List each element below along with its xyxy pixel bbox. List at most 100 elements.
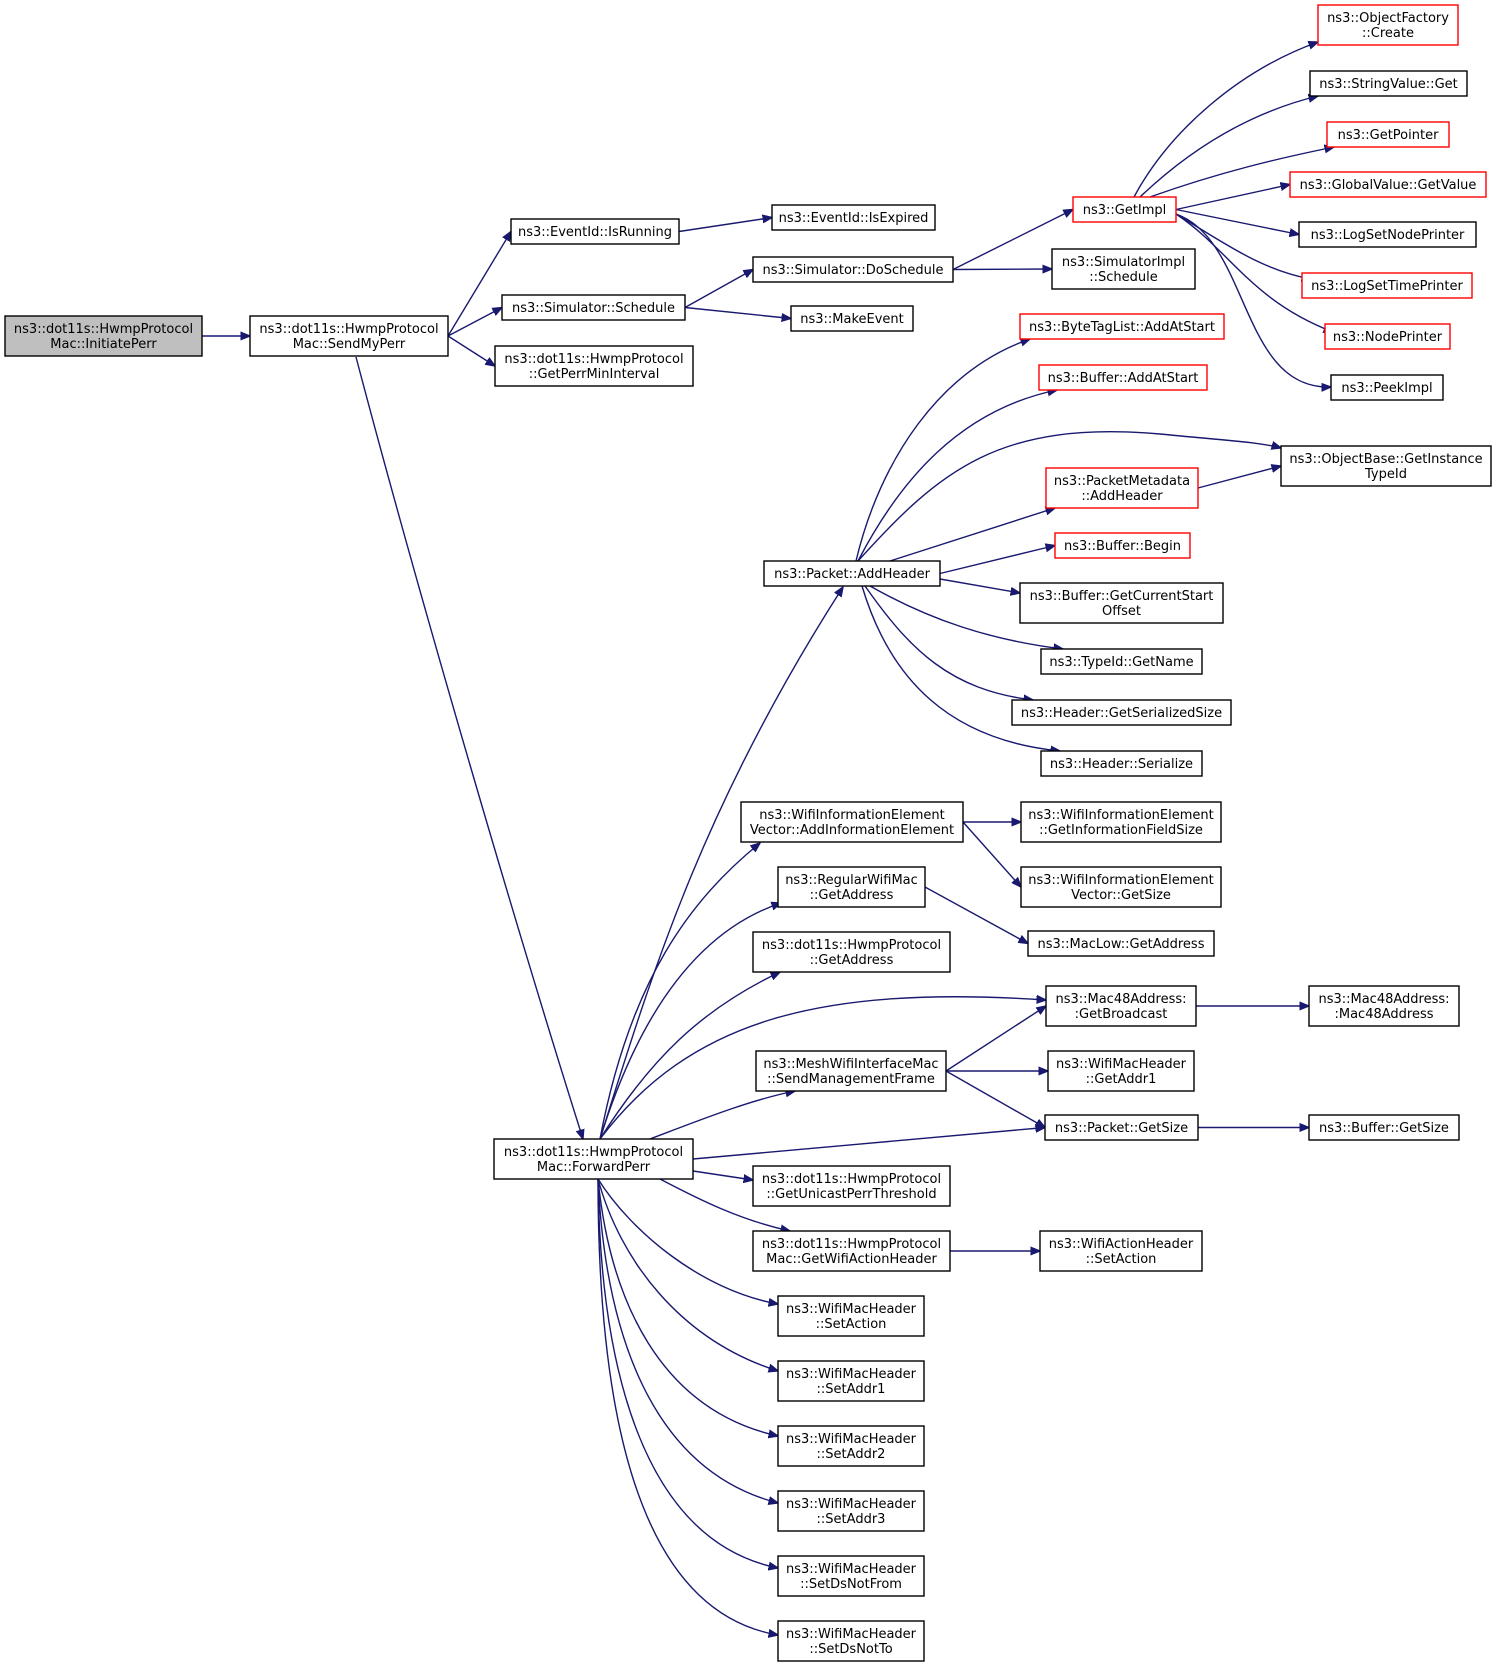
node-box (777, 1360, 925, 1402)
graph-node-n24[interactable]: ns3::Buffer::Begin (1054, 532, 1191, 559)
graph-node-n26[interactable]: ns3::TypeId::GetName (1040, 648, 1203, 675)
edge-n19-to-n27 (864, 585, 1033, 700)
edge-n18-to-n35 (599, 997, 1046, 1140)
graph-node-n43[interactable]: ns3::WifiActionHeader::SetAction (1039, 1230, 1203, 1272)
node-label-line: ::SetDsNotTo (809, 1642, 892, 1657)
graph-node-n28[interactable]: ns3::Header::Serialize (1040, 750, 1203, 777)
graph-node-n23[interactable]: ns3::PacketMetadata::AddHeader (1045, 467, 1199, 509)
graph-node-n35[interactable]: ns3::Mac48Address::GetBroadcast (1045, 985, 1197, 1027)
edge-n18-to-n48 (597, 1178, 778, 1568)
graph-node-n12[interactable]: ns3::LogSetTimePrinter (1301, 272, 1473, 299)
node-label-line: Mac::GetWifiActionHeader (766, 1252, 937, 1267)
graph-node-n47[interactable]: ns3::WifiMacHeader::SetAddr3 (777, 1490, 925, 1532)
node-box (1330, 374, 1444, 401)
graph-node-n44[interactable]: ns3::WifiMacHeader::SetAction (777, 1295, 925, 1337)
graph-node-n17[interactable]: ns3::dot11s::HwmpProtocol::GetPerrMinInt… (494, 345, 694, 387)
edge-n19-to-n21 (857, 390, 1057, 562)
graph-node-n19[interactable]: ns3::Packet::AddHeader (763, 560, 941, 587)
graph-node-n34[interactable]: ns3::dot11s::HwmpProtocol::GetAddress (752, 931, 951, 973)
graph-node-n33[interactable]: ns3::MacLow::GetAddress (1027, 930, 1215, 957)
graph-node-n7[interactable]: ns3::ObjectFactory::Create (1317, 4, 1459, 46)
edge-n18-to-n41 (692, 1170, 753, 1180)
graph-node-n37[interactable]: ns3::MeshWifiInterfaceMac::SendManagemen… (755, 1050, 947, 1092)
graph-node-n41[interactable]: ns3::dot11s::HwmpProtocol::GetUnicastPer… (752, 1165, 951, 1207)
graph-node-n15[interactable]: ns3::SimulatorImpl::Schedule (1051, 248, 1196, 290)
node-label-line: ::SendManagementFrame (767, 1072, 935, 1087)
node-label-line: ::AddHeader (1081, 489, 1163, 504)
edge-arrow (889, 508, 1055, 562)
edge-arrow (678, 218, 772, 233)
node-label-line: ::GetAddr1 (1086, 1072, 1157, 1087)
node-label-line: ns3::WifiMacHeader (786, 1497, 917, 1512)
node-box (1308, 1114, 1460, 1141)
node-box (1045, 985, 1197, 1027)
graph-node-n20[interactable]: ns3::ByteTagList::AddAtStart (1019, 313, 1225, 340)
graph-node-n14[interactable]: ns3::PeekImpl (1330, 374, 1444, 401)
edge-arrow (945, 1006, 1046, 1072)
graph-node-n11[interactable]: ns3::LogSetNodePrinter (1298, 221, 1477, 248)
graph-node-n10[interactable]: ns3::GlobalValue::GetValue (1289, 171, 1487, 198)
graph-node-n38[interactable]: ns3::WifiMacHeader::GetAddr1 (1047, 1050, 1195, 1092)
node-label-line: ::GetPerrMinInterval (529, 367, 660, 382)
graph-node-n9[interactable]: ns3::GetPointer (1326, 121, 1450, 148)
graph-node-n30[interactable]: ns3::WifiInformationElement::GetInformat… (1020, 801, 1222, 843)
graph-node-n2[interactable]: ns3::EventId::IsRunning (510, 218, 680, 245)
edge-arrow (447, 232, 511, 337)
graph-node-n18[interactable]: ns3::dot11s::HwmpProtocolMac::ForwardPer… (493, 1138, 694, 1180)
graph-node-n6[interactable]: ns3::GetImpl (1072, 196, 1177, 223)
node-label-line: ns3::TypeId::GetName (1049, 655, 1193, 670)
node-label-line: ns3::ObjectFactory (1327, 11, 1449, 26)
node-box (1051, 248, 1196, 290)
edge-arrow (924, 886, 1028, 944)
graph-node-n13[interactable]: ns3::NodePrinter (1324, 323, 1451, 350)
node-label-line: ns3::StringValue::Get (1319, 77, 1457, 92)
node-label-line: ::Create (1362, 26, 1414, 41)
node-label-line: ns3::Mac48Address: (1318, 992, 1449, 1007)
edge-arrow (597, 1178, 778, 1304)
graph-node-n21[interactable]: ns3::Buffer::AddAtStart (1038, 364, 1208, 391)
graph-node-n40[interactable]: ns3::Buffer::GetSize (1308, 1114, 1460, 1141)
edge-arrow (857, 430, 1281, 562)
node-box (501, 294, 686, 321)
graph-node-n48[interactable]: ns3::WifiMacHeader::SetDsNotFrom (777, 1555, 925, 1597)
graph-node-n36[interactable]: ns3::Mac48Address::Mac48Address (1308, 985, 1460, 1027)
node-label-line: ::GetUnicastPerrThreshold (766, 1187, 936, 1202)
graph-node-n31[interactable]: ns3::WifiInformationElementVector::GetSi… (1020, 866, 1222, 908)
edge-arrow (855, 339, 1030, 562)
node-box (249, 315, 449, 357)
graph-node-n5[interactable]: ns3::Simulator::DoSchedule (752, 256, 954, 283)
edge-arrow (1139, 96, 1318, 198)
graph-node-n49[interactable]: ns3::WifiMacHeader::SetDsNotTo (777, 1620, 925, 1662)
edge-n6-to-n8 (1139, 96, 1318, 198)
graph-node-n46[interactable]: ns3::WifiMacHeader::SetAddr2 (777, 1425, 925, 1467)
graph-node-n27[interactable]: ns3::Header::GetSerializedSize (1011, 699, 1232, 726)
graph-node-n45[interactable]: ns3::WifiMacHeader::SetAddr1 (777, 1360, 925, 1402)
node-label-line: :Mac48Address (1334, 1007, 1433, 1022)
graph-node-n3[interactable]: ns3::EventId::IsExpired (771, 204, 936, 231)
node-label-line: ns3::WifiMacHeader (786, 1627, 917, 1642)
graph-node-n16[interactable]: ns3::MakeEvent (790, 305, 914, 332)
edge-arrow (1175, 185, 1290, 211)
edge-n5-to-n6 (952, 210, 1073, 271)
edge-arrow (1175, 213, 1331, 387)
node-label-line: ::Schedule (1089, 270, 1158, 285)
node-label-line: ns3::WifiMacHeader (786, 1432, 917, 1447)
node-label-line: ns3::Mac48Address: (1055, 992, 1186, 1007)
node-label-line: Vector::AddInformationElement (750, 823, 954, 838)
graph-node-n32[interactable]: ns3::RegularWifiMac::GetAddress (777, 866, 926, 908)
node-label-line: Vector::GetSize (1071, 888, 1171, 903)
node-box (1054, 532, 1191, 559)
graph-node-n0[interactable]: ns3::dot11s::HwmpProtocolMac::InitiatePe… (4, 315, 203, 357)
node-label-line: ns3::LogSetTimePrinter (1311, 279, 1463, 294)
graph-node-n8[interactable]: ns3::StringValue::Get (1309, 70, 1468, 97)
edge-arrow (952, 210, 1073, 271)
graph-node-n29[interactable]: ns3::WifiInformationElementVector::AddIn… (740, 801, 964, 843)
graph-node-n42[interactable]: ns3::dot11s::HwmpProtocolMac::GetWifiAct… (752, 1230, 951, 1272)
node-label-line: ns3::EventId::IsRunning (518, 225, 672, 240)
graph-node-n4[interactable]: ns3::Simulator::Schedule (501, 294, 686, 321)
graph-node-n39[interactable]: ns3::Packet::GetSize (1044, 1114, 1199, 1141)
edge-n6-to-n12 (1175, 213, 1311, 279)
